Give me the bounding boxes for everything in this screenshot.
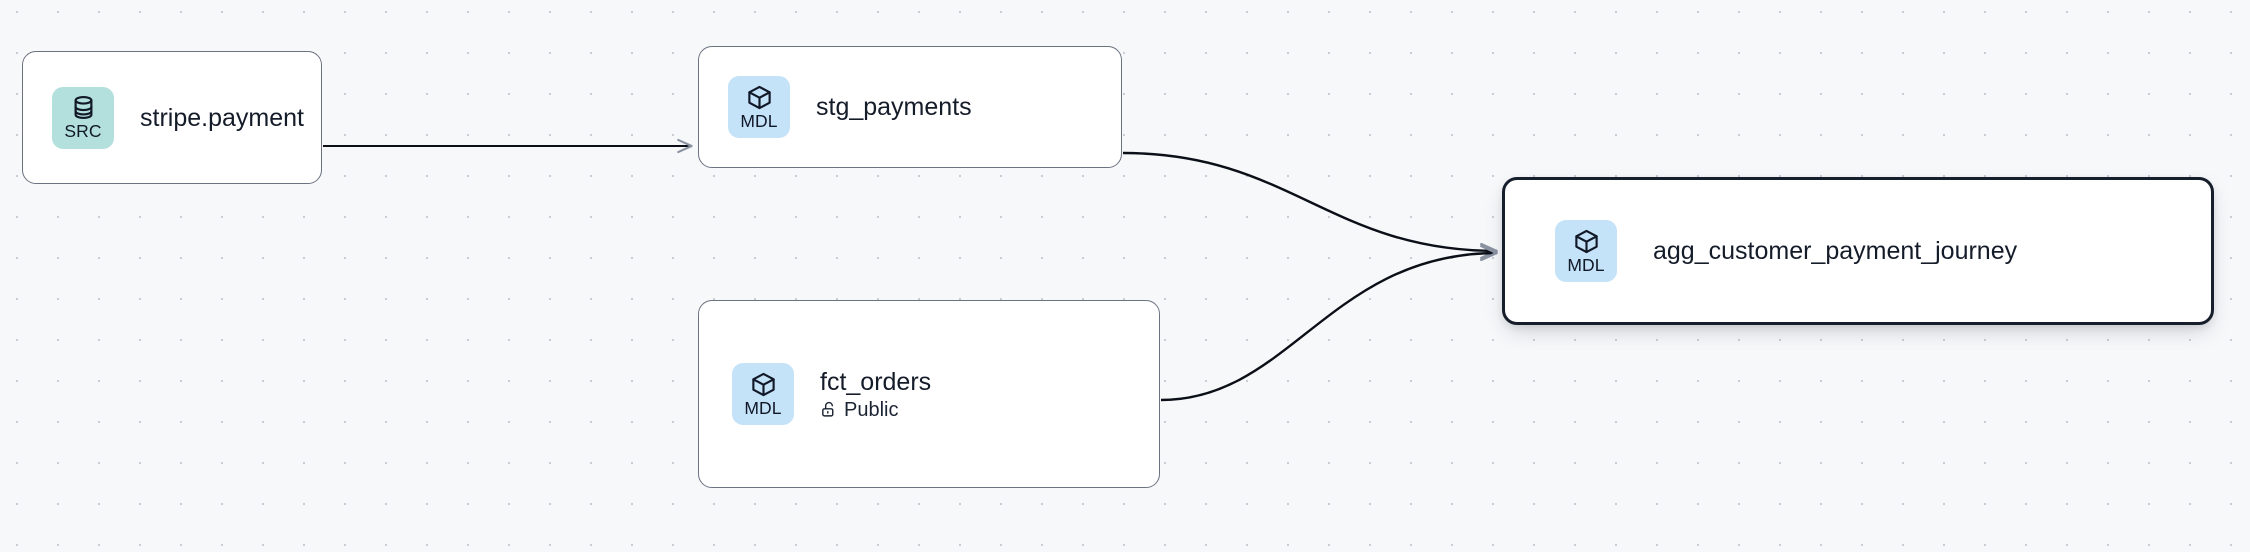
node-agg-customer-payment-journey[interactable]: MDL agg_customer_payment_journey — [1502, 177, 2214, 325]
badge-label: MDL — [744, 397, 782, 418]
visibility-badge: Public — [820, 399, 931, 421]
node-title: stripe.payment — [140, 103, 304, 132]
node-text-block: agg_customer_payment_journey — [1653, 237, 2017, 265]
source-type-badge: SRC — [52, 86, 114, 149]
database-icon — [70, 94, 97, 121]
node-text-block: stripe.payment — [140, 104, 304, 132]
edge-stg-to-agg — [1122, 151, 1498, 260]
node-title: agg_customer_payment_journey — [1653, 237, 2018, 265]
badge-label: SRC — [64, 121, 102, 142]
unlock-icon — [820, 401, 837, 418]
cube-icon — [746, 84, 773, 111]
node-text-block: stg_payments — [816, 93, 972, 121]
node-title: stg_payments — [816, 93, 972, 121]
node-stripe-payment[interactable]: SRC stripe.payment — [22, 51, 322, 184]
badge-label: MDL — [1567, 254, 1605, 275]
cube-icon — [1573, 228, 1600, 255]
node-stg-payments[interactable]: MDL stg_payments — [698, 46, 1122, 168]
badge-label: MDL — [740, 110, 778, 131]
model-type-badge: MDL — [732, 363, 794, 425]
node-text-block: fct_orders Public — [820, 368, 931, 421]
model-type-badge: MDL — [1555, 220, 1617, 282]
visibility-label: Public — [844, 398, 899, 421]
model-type-badge: MDL — [728, 76, 790, 138]
edge-fct-to-agg — [1160, 244, 1498, 402]
node-fct-orders[interactable]: MDL fct_orders Public — [698, 300, 1160, 488]
cube-icon — [750, 371, 777, 398]
node-title: fct_orders — [820, 367, 932, 396]
